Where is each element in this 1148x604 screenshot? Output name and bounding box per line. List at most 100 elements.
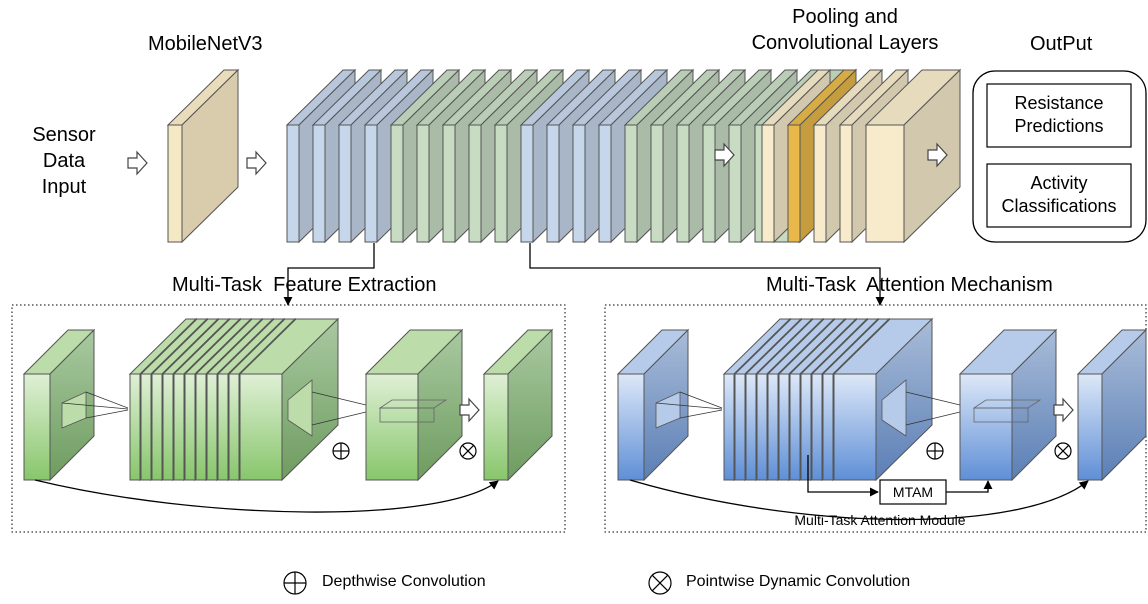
hollow-arrow xyxy=(714,142,735,168)
slab-front xyxy=(129,373,141,481)
slab-front xyxy=(286,124,300,243)
output-box xyxy=(972,70,1147,243)
feature-extraction-panel xyxy=(11,304,566,533)
slab-front xyxy=(520,124,534,243)
pointwise-symbol xyxy=(459,442,477,460)
pooling-title: Pooling and Convolutional Layers xyxy=(751,6,939,54)
legend-symbols xyxy=(283,571,672,595)
slab-front xyxy=(789,373,801,481)
skip-connections xyxy=(34,479,1089,521)
slab-front xyxy=(811,373,823,481)
slab-front xyxy=(745,373,757,481)
final-block xyxy=(482,328,554,482)
slab-front xyxy=(650,124,664,243)
slab-front xyxy=(813,124,827,243)
otimes-circle xyxy=(459,442,477,460)
slab-front xyxy=(217,373,229,481)
mtam-box xyxy=(879,479,947,505)
kernel-line xyxy=(655,402,723,410)
operator-symbols xyxy=(332,442,1072,460)
slab-front xyxy=(312,124,326,243)
slab-front xyxy=(598,124,612,243)
slab-front xyxy=(195,373,207,481)
otimes-circle xyxy=(648,571,672,595)
legend-depthwise-label: Depthwise Convolution xyxy=(322,573,486,590)
slab-front xyxy=(833,373,877,481)
slab-front xyxy=(767,373,779,481)
slab-front xyxy=(338,124,352,243)
kernel-line xyxy=(679,391,723,409)
slab-front xyxy=(151,373,163,481)
slab-front xyxy=(723,373,735,481)
pointwise-symbol xyxy=(1054,442,1072,460)
resistance-predictions-label: Resistance Predictions xyxy=(1014,93,1104,136)
kernel-line xyxy=(905,411,961,426)
legend-pointwise-label: Pointwise Dynamic Convolution xyxy=(686,573,911,590)
middle-slab xyxy=(832,317,934,482)
slab-front xyxy=(173,373,185,481)
slab-front xyxy=(761,124,775,243)
attention-mechanism-title: Multi-Task Attention Mechanism xyxy=(766,274,1053,296)
mtam-label: MTAM xyxy=(892,484,934,500)
slab-front xyxy=(494,124,508,243)
activity-classifications-label: Activity Classifications xyxy=(1001,173,1117,216)
otimes-b xyxy=(651,574,669,592)
kernel-line xyxy=(905,391,961,406)
kernel-prism xyxy=(287,379,313,437)
connector-lines xyxy=(283,243,885,306)
legend-depthwise-icon xyxy=(283,571,307,595)
kernel-line xyxy=(311,411,367,426)
otimes-circle xyxy=(1054,442,1072,460)
feature-extraction-blocks xyxy=(22,317,554,482)
slab-front xyxy=(865,124,905,243)
output-block xyxy=(364,328,464,482)
output-title: OutPut xyxy=(1030,33,1093,55)
slab-front xyxy=(617,373,645,481)
slab-front xyxy=(184,373,196,481)
slab-front xyxy=(778,373,790,481)
slab-front xyxy=(839,124,853,243)
mtam-block xyxy=(807,455,993,505)
kernel-prism xyxy=(881,379,907,437)
slab-front xyxy=(624,124,638,243)
slab-front xyxy=(365,373,419,481)
resistance-predictions-box xyxy=(986,83,1132,148)
slab-front xyxy=(364,124,378,243)
backbone-title: MobileNetV3 xyxy=(148,33,263,55)
slab-front xyxy=(468,124,482,243)
legend-pointwise-icon xyxy=(648,571,672,595)
slab-front xyxy=(416,124,430,243)
final-block xyxy=(1076,328,1148,482)
mtam-module-label: Multi-Task Attention Module xyxy=(794,512,966,528)
hollow-arrow xyxy=(927,142,948,168)
hollow-arrow xyxy=(1053,397,1074,423)
activity-classifications-box xyxy=(986,163,1132,228)
slab-front xyxy=(822,373,834,481)
slab-front xyxy=(787,124,801,243)
sensor-input-layer xyxy=(166,68,240,244)
slab-front xyxy=(442,124,456,243)
kernel-line xyxy=(61,402,129,410)
slab-front xyxy=(546,124,560,243)
depthwise-symbol xyxy=(926,442,944,460)
slab-front xyxy=(167,124,183,243)
output-block xyxy=(958,328,1058,482)
slab-front xyxy=(756,373,768,481)
slab-front xyxy=(1077,373,1103,481)
hollow-arrow xyxy=(127,150,148,176)
kernel-line xyxy=(85,391,129,409)
kernel-line xyxy=(679,409,723,419)
slab-front xyxy=(206,373,218,481)
otimes-b xyxy=(461,444,475,458)
depthwise-symbol xyxy=(332,442,350,460)
pooling-conv-stack xyxy=(760,68,962,244)
sensor-input-label: Sensor Data Input xyxy=(32,124,96,198)
attention-mechanism-blocks xyxy=(616,317,1148,482)
slab-front xyxy=(676,124,690,243)
slab-front xyxy=(959,373,1013,481)
slab-front xyxy=(23,373,51,481)
feature-extraction-title: Multi-Task Feature Extraction xyxy=(172,274,437,296)
otimes-b xyxy=(1056,444,1070,458)
slab-front xyxy=(140,373,152,481)
slab-front xyxy=(702,124,716,243)
